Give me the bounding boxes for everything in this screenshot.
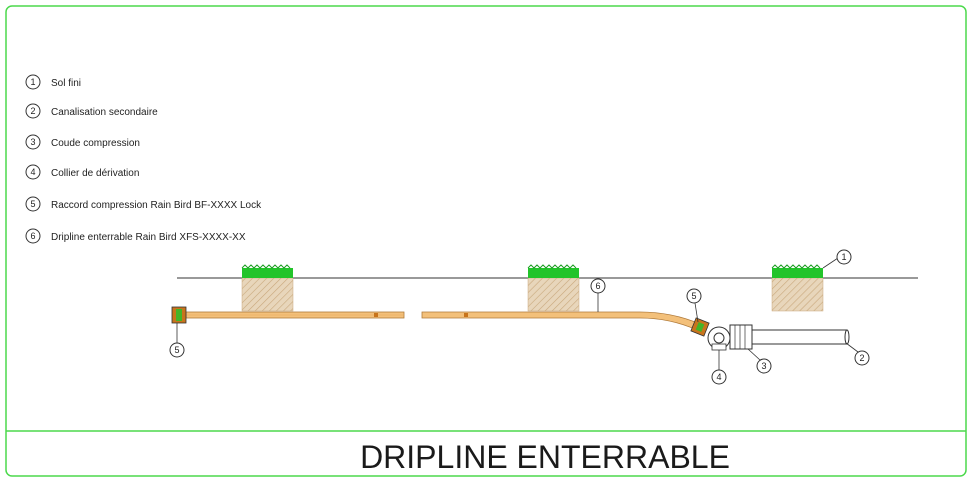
drawing-border <box>5 5 967 477</box>
legend-item-label: Coude compression <box>51 138 140 149</box>
legend: 1 Sol fini 2 Canalisation secondaire 3 C… <box>25 74 262 244</box>
legend-item-number: 4 <box>30 167 35 177</box>
legend-item: 6 Dripline enterrable Rain Bird XFS-XXXX… <box>25 228 246 244</box>
legend-item-label: Canalisation secondaire <box>51 107 158 118</box>
callout-coude: 3 <box>747 348 772 374</box>
soil-patch <box>241 264 294 312</box>
callout-raccord-right: 5 <box>686 288 702 323</box>
soil-patch <box>527 264 580 312</box>
compression-fitting-right <box>690 317 710 337</box>
callout-collier: 4 <box>711 350 727 385</box>
callout-number: 4 <box>716 372 721 382</box>
callout-number: 6 <box>595 281 600 291</box>
callout-sol-fini: 1 <box>822 249 852 269</box>
compression-elbow <box>729 324 753 350</box>
legend-item: 5 Raccord compression Rain Bird BF-XXXX … <box>25 196 262 212</box>
legend-item-number: 6 <box>30 231 35 241</box>
callout-dripline: 6 <box>590 278 606 312</box>
drawing-title: DRIPLINE ENTERRABLE <box>360 439 730 475</box>
legend-item-number: 5 <box>30 199 35 209</box>
callout-number: 3 <box>761 361 766 371</box>
callout-number: 1 <box>841 252 846 262</box>
legend-item-number: 1 <box>30 77 35 87</box>
legend-item-label: Collier de dérivation <box>51 168 139 179</box>
legend-item-label: Dripline enterrable Rain Bird XFS-XXXX-X… <box>51 232 246 243</box>
legend-item: 3 Coude compression <box>25 134 140 150</box>
dripline-pipe <box>185 311 405 319</box>
callout-raccord-left: 5 <box>169 323 185 358</box>
callout-number: 2 <box>859 353 864 363</box>
legend-item-label: Sol fini <box>51 78 81 89</box>
legend-item: 2 Canalisation secondaire <box>25 103 158 119</box>
callout-canalisation: 2 <box>845 342 870 366</box>
legend-item: 4 Collier de dérivation <box>25 164 139 180</box>
legend-item-label: Raccord compression Rain Bird BF-XXXX Lo… <box>51 200 262 211</box>
soil-patch <box>771 264 824 312</box>
legend-item-number: 3 <box>30 137 35 147</box>
callout-number: 5 <box>174 345 179 355</box>
legend-item: 1 Sol fini <box>25 74 81 90</box>
secondary-pipe <box>751 329 850 345</box>
callout-number: 5 <box>691 291 696 301</box>
compression-fitting-left <box>171 306 187 324</box>
legend-item-number: 2 <box>30 106 35 116</box>
